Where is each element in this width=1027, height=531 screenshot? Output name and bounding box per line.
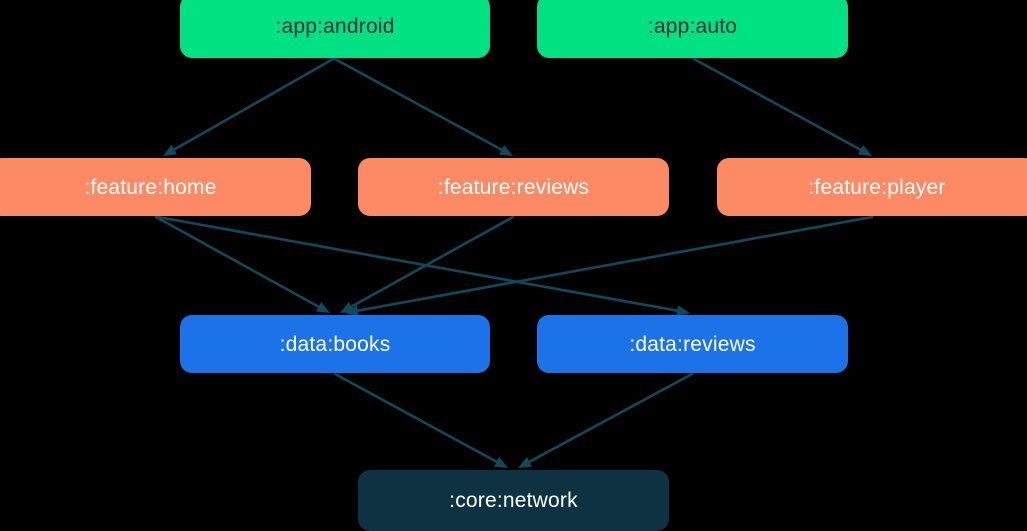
node-feature-reviews[interactable]: :feature:reviews bbox=[358, 158, 669, 216]
edge-arrowhead-icon bbox=[493, 456, 508, 468]
edge-line bbox=[333, 57, 503, 152]
edge-arrowhead-icon bbox=[498, 144, 513, 156]
node-label-core-network: :core:network bbox=[449, 489, 578, 512]
edge-line bbox=[528, 372, 694, 464]
node-feature-player[interactable]: :feature:player bbox=[717, 158, 1027, 216]
edge-arrowhead-icon bbox=[676, 305, 690, 317]
edge-app-android-to-feature-reviews bbox=[333, 57, 513, 156]
edge-arrowhead-icon bbox=[857, 144, 872, 156]
node-feature-home[interactable]: :feature:home bbox=[0, 158, 311, 216]
edge-line bbox=[692, 57, 862, 152]
node-data-reviews[interactable]: :data:reviews bbox=[537, 315, 848, 373]
edge-feature-player-to-data-books bbox=[345, 215, 874, 317]
node-data-books[interactable]: :data:books bbox=[180, 315, 490, 373]
edge-data-books-to-core-network bbox=[333, 372, 508, 468]
edge-line bbox=[333, 372, 498, 464]
node-core-network[interactable]: :core:network bbox=[358, 470, 669, 531]
node-label-data-books: :data:books bbox=[279, 332, 391, 356]
node-label-data-reviews: :data:reviews bbox=[629, 332, 756, 356]
edge-app-auto-to-feature-player bbox=[692, 57, 872, 156]
edge-arrowhead-icon bbox=[518, 456, 533, 468]
edge-line bbox=[356, 215, 874, 312]
edge-line bbox=[154, 215, 320, 309]
node-label-feature-player: :feature:player bbox=[808, 175, 946, 199]
edge-arrowhead-icon bbox=[315, 301, 330, 313]
edge-app-android-to-feature-home bbox=[163, 57, 335, 156]
node-app-auto[interactable]: :app:auto bbox=[537, 0, 848, 58]
edge-arrowhead-icon bbox=[163, 144, 178, 156]
edge-feature-home-to-data-books bbox=[154, 215, 330, 313]
edge-arrowhead-icon bbox=[345, 305, 359, 317]
edge-line bbox=[350, 215, 515, 308]
edge-line bbox=[156, 215, 679, 312]
node-label-app-android: :app:android bbox=[275, 15, 395, 38]
edge-feature-home-to-data-reviews bbox=[156, 215, 690, 317]
node-label-feature-reviews: :feature:reviews bbox=[437, 175, 590, 199]
edge-line bbox=[172, 57, 335, 151]
node-app-android[interactable]: :app:android bbox=[180, 0, 490, 58]
edge-data-reviews-to-core-network bbox=[518, 372, 694, 468]
node-label-app-auto: :app:auto bbox=[647, 15, 738, 38]
node-label-feature-home: :feature:home bbox=[84, 175, 217, 199]
